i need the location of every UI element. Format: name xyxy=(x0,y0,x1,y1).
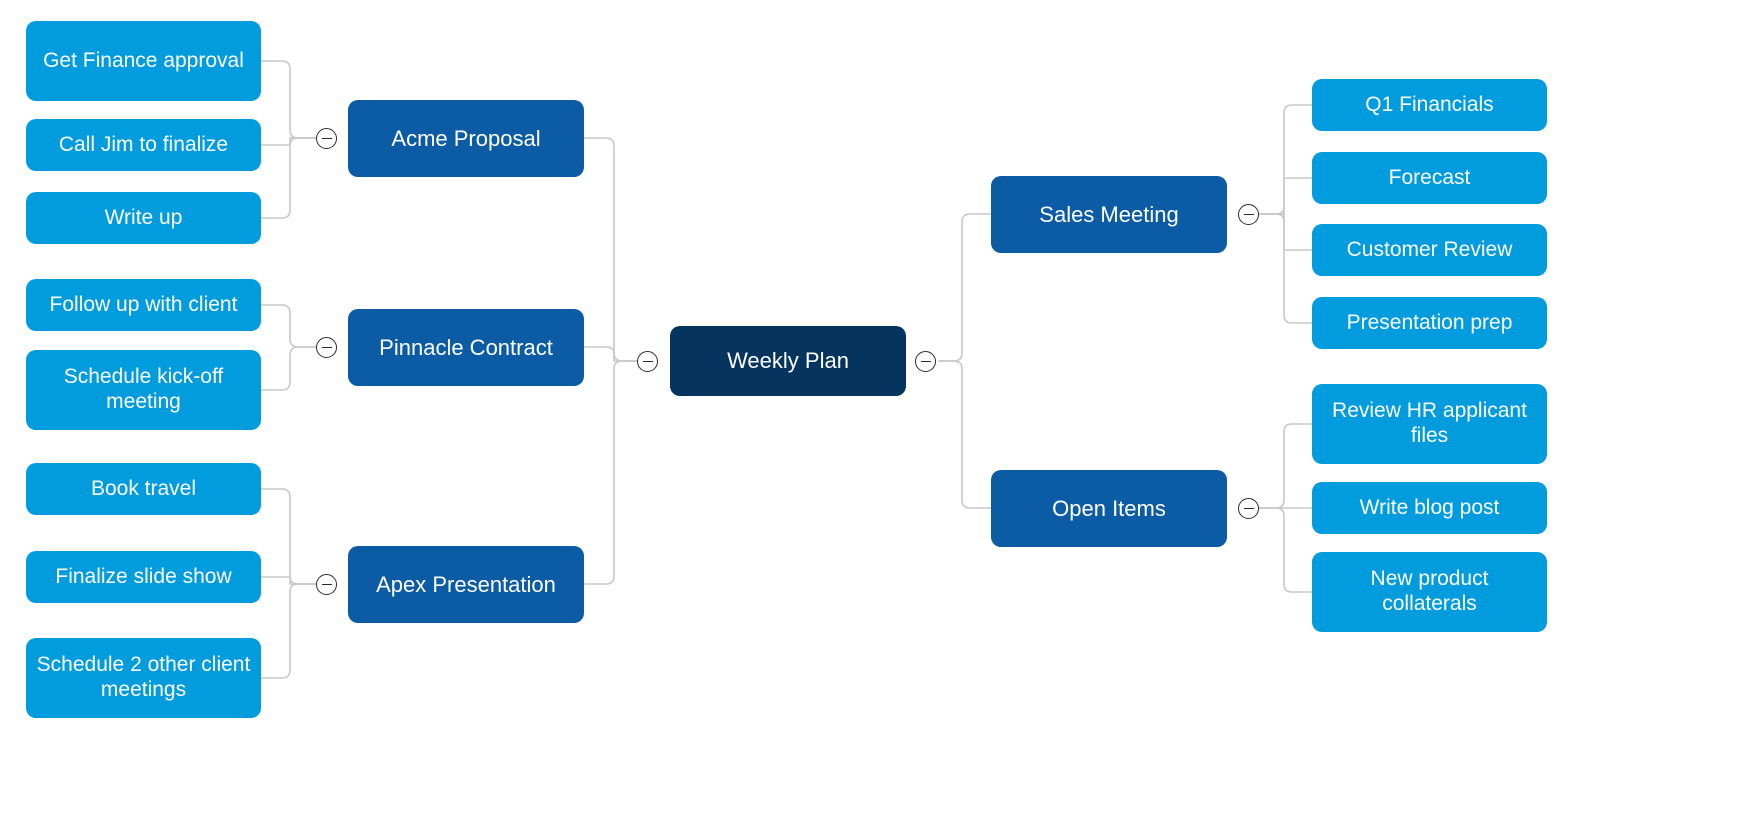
minus-icon xyxy=(321,346,332,349)
leaf-node-review-hr-applicant-files[interactable]: Review HR applicant files xyxy=(1312,384,1547,464)
collapse-toggle-apex-presentation[interactable] xyxy=(316,574,337,595)
node-label: Schedule kick-off meeting xyxy=(63,365,224,413)
node-label: Weekly Plan xyxy=(727,348,849,374)
branch-node-sales-meeting[interactable]: Sales Meeting xyxy=(991,176,1227,253)
leaf-node-follow-up-with-client[interactable]: Follow up with client xyxy=(26,279,261,331)
connector-pinnacle-child-2 xyxy=(260,346,317,391)
connector-root-to-open-items xyxy=(938,360,992,509)
collapse-toggle-pinnacle-contract[interactable] xyxy=(316,337,337,358)
collapse-toggle-acme-proposal[interactable] xyxy=(316,128,337,149)
branch-node-pinnacle-contract[interactable]: Pinnacle Contract xyxy=(348,309,584,386)
node-label: New product collaterals xyxy=(1370,567,1489,615)
node-label: Sales Meeting xyxy=(1039,201,1179,227)
leaf-node-forecast[interactable]: Forecast xyxy=(1312,152,1547,204)
node-label: Schedule 2 other client meetings xyxy=(36,653,251,701)
branch-node-open-items[interactable]: Open Items xyxy=(991,470,1227,547)
connector-apex-to-spine xyxy=(583,360,638,585)
connector-pinnacle-child-1 xyxy=(260,304,317,348)
minus-icon xyxy=(920,360,931,363)
node-label: Finalize slide show xyxy=(55,564,232,588)
leaf-node-q1-financials[interactable]: Q1 Financials xyxy=(1312,79,1547,131)
leaf-node-call-jim-to-finalize[interactable]: Call Jim to finalize xyxy=(26,119,261,171)
minus-icon xyxy=(1243,213,1254,216)
leaf-node-customer-review[interactable]: Customer Review xyxy=(1312,224,1547,276)
node-label: Apex Presentation xyxy=(376,571,556,597)
node-label: Write blog post xyxy=(1359,495,1500,519)
collapse-toggle-sales-meeting[interactable] xyxy=(1238,204,1259,225)
node-label: Pinnacle Contract xyxy=(379,334,553,360)
node-label: Review HR applicant files xyxy=(1332,399,1527,447)
connector-root-to-sales xyxy=(938,213,992,362)
connector-sales-child-4 xyxy=(1258,213,1313,324)
minus-icon xyxy=(321,583,332,586)
connector-apex-child-2 xyxy=(260,576,317,585)
connector-acme-child-3 xyxy=(260,137,317,219)
collapse-toggle-open-items[interactable] xyxy=(1238,498,1259,519)
minus-icon xyxy=(642,360,653,363)
leaf-node-get-finance-approval[interactable]: Get Finance approval xyxy=(26,21,261,101)
leaf-node-book-travel[interactable]: Book travel xyxy=(26,463,261,515)
connector-acme-child-2 xyxy=(260,137,317,146)
minus-icon xyxy=(321,137,332,140)
connector-acme-to-spine xyxy=(583,137,638,362)
node-label: Follow up with client xyxy=(49,292,238,316)
leaf-node-new-product-collaterals[interactable]: New product collaterals xyxy=(1312,552,1547,632)
connector-acme-child-1 xyxy=(260,60,317,139)
node-label: Get Finance approval xyxy=(43,48,244,72)
node-label: Book travel xyxy=(90,476,197,500)
node-label: Presentation prep xyxy=(1346,310,1513,334)
connector-apex-child-1 xyxy=(260,488,317,585)
leaf-node-presentation-prep[interactable]: Presentation prep xyxy=(1312,297,1547,349)
minus-icon xyxy=(1243,507,1254,510)
node-label: Call Jim to finalize xyxy=(58,132,229,156)
leaf-node-finalize-slide-show[interactable]: Finalize slide show xyxy=(26,551,261,603)
connector-sales-child-3 xyxy=(1258,213,1313,251)
node-label: Customer Review xyxy=(1346,237,1513,261)
node-label: Open Items xyxy=(1052,495,1166,521)
leaf-node-write-blog-post[interactable]: Write blog post xyxy=(1312,482,1547,534)
branch-node-apex-presentation[interactable]: Apex Presentation xyxy=(348,546,584,623)
connector-apex-child-3 xyxy=(260,583,317,679)
connector-sales-child-1 xyxy=(1258,104,1313,215)
leaf-node-schedule-kick-off-meeting[interactable]: Schedule kick-off meeting xyxy=(26,350,261,430)
connector-open-child-1 xyxy=(1258,423,1313,509)
root-node-weekly-plan[interactable]: Weekly Plan xyxy=(670,326,906,396)
node-label: Q1 Financials xyxy=(1365,92,1494,116)
node-label: Forecast xyxy=(1388,165,1471,189)
leaf-node-write-up[interactable]: Write up xyxy=(26,192,261,244)
connector-pinnacle-to-spine xyxy=(583,346,638,362)
collapse-toggle-weekly-plan-right[interactable] xyxy=(915,351,936,372)
node-label: Write up xyxy=(104,205,183,229)
node-label: Acme Proposal xyxy=(391,125,541,151)
leaf-node-schedule-2-other-client-meetings[interactable]: Schedule 2 other client meetings xyxy=(26,638,261,718)
branch-node-acme-proposal[interactable]: Acme Proposal xyxy=(348,100,584,177)
connector-open-child-3 xyxy=(1258,507,1313,593)
connector-sales-child-2 xyxy=(1258,177,1313,215)
collapse-toggle-weekly-plan-left[interactable] xyxy=(637,351,658,372)
